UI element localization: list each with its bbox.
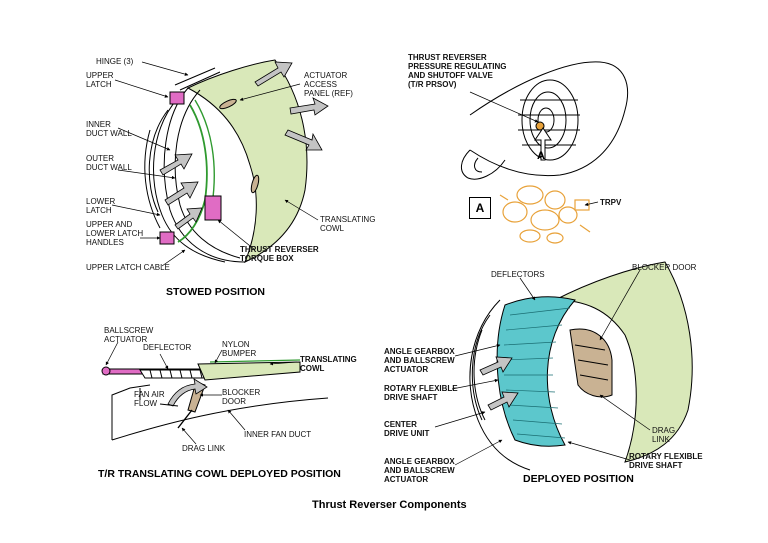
label-upper-latch: UPPER LATCH [86,71,114,89]
stowed-inner-duct-wall [153,97,226,263]
stowed-outer-duct-wall [163,87,246,263]
deployed-diagram [469,261,693,471]
label-deflector: DEFLECTOR [143,343,192,352]
stowed-access-panel-1 [219,98,237,110]
label-prsov: THRUST REVERSER PRESSURE REGULATING AND … [408,53,507,89]
stowed-leader-lines [111,61,319,267]
label-lower-latch: LOWER LATCH [86,197,116,215]
label-rotary-flex-lower: ROTARY FLEXIBLE DRIVE SHAFT [629,452,703,470]
label-fan-air-flow: FAN AIR FLOW [134,390,165,408]
stowed-diagram [144,59,329,263]
label-rotary-flex-upper: ROTARY FLEXIBLE DRIVE SHAFT [384,384,458,402]
cowl-drag-link [177,409,193,429]
stowed-latch-handles [159,231,175,245]
stowed-lower-latch [204,195,222,221]
stowed-access-panel-2 [250,174,260,194]
cowl-deployed-title: T/R TRANSLATING COWL DEPLOYED POSITION [98,468,341,480]
label-inner-duct-wall: INNER DUCT WALL [86,120,132,138]
label-cowl-blocker-door: BLOCKER DOOR [222,388,261,406]
label-angle-gearbox-upper: ANGLE GEARBOX AND BALLSCREW ACTUATOR [384,347,455,374]
label-actuator-access-panel: ACTUATOR ACCESS PANEL (REF) [304,71,353,98]
cowl-fan-air-arrow [167,378,208,407]
valve-leader-lines [469,91,599,206]
label-cowl-translating-cowl: TRANSLATING COWL [300,355,357,373]
stowed-translating-cowl [186,59,308,263]
label-deflectors: DEFLECTORS [491,270,545,279]
label-ballscrew-actuator: BALLSCREW ACTUATOR [104,326,154,344]
label-trpv: TRPV [600,198,622,207]
view-marker-a: A [537,150,545,162]
valve-engine-nacelle [469,61,629,177]
label-inner-fan-duct: INNER FAN DUCT [244,430,312,439]
label-nylon-bumper: NYLON BUMPER [222,340,257,358]
label-outer-duct-wall: OUTER DUCT WALL [86,154,132,172]
cowl-translating-cowl [197,361,301,381]
label-deployed-drag-link: DRAG LINK [652,426,676,444]
valve-prsov-marker [535,121,545,131]
stowed-flow-arrows [159,61,329,230]
label-translating-cowl: TRANSLATING COWL [320,215,376,233]
label-torque-box: THRUST REVERSER TORQUE BOX [240,245,319,263]
deployed-blocker-door [569,328,613,398]
stowed-title: STOWED POSITION [166,286,265,298]
label-center-drive: CENTER DRIVE UNIT [384,420,430,438]
stowed-upper-latch [169,91,185,105]
deployed-title: DEPLOYED POSITION [523,473,634,485]
cowl-leader-lines [105,341,298,445]
deployed-deflectors [496,296,576,447]
label-angle-gearbox-lower: ANGLE GEARBOX AND BALLSCREW ACTUATOR [384,457,455,484]
detail-box-a: A [469,197,491,219]
label-latch-handles: UPPER AND LOWER LATCH HANDLES [86,220,144,247]
valve-fan-face [521,79,579,161]
cowl-inner-fan-duct [111,397,329,441]
valve-exhaust [461,149,506,180]
label-hinge: HINGE (3) [96,57,134,66]
deployed-leader-lines [434,269,651,466]
valve-view-arrow [534,127,552,161]
cowl-deployed-diagram [101,359,329,441]
label-deployed-blocker-door: BLOCKER DOOR [632,263,697,272]
valve-trpv-part [499,185,591,244]
deployed-translating-cowl [554,261,693,463]
label-cowl-drag-link: DRAG LINK [182,444,226,453]
label-upper-latch-cable: UPPER LATCH CABLE [86,263,170,272]
deployed-flow-arrows [479,356,519,411]
figure-caption: Thrust Reverser Components [312,499,467,511]
